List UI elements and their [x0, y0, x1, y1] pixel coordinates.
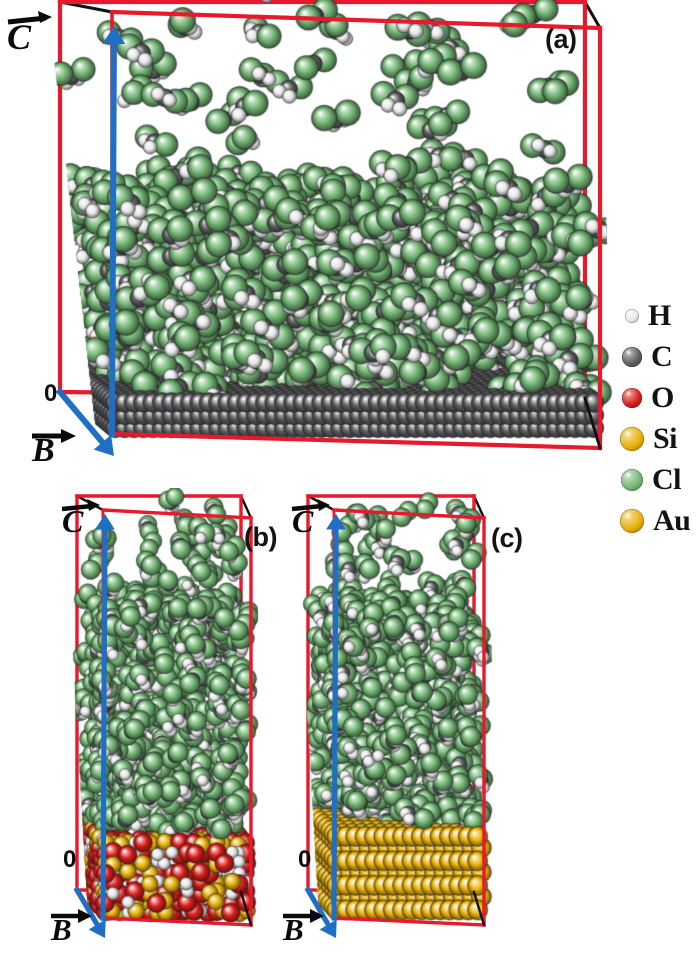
panel-a-stage [0, 0, 612, 480]
legend-sphere-c-icon [622, 347, 642, 367]
legend-item-si: Si [620, 419, 678, 459]
legend-sphere-o-icon [622, 388, 642, 408]
panel-a: (a) 0 [0, 0, 612, 480]
panel-a-origin-label: 0 [44, 380, 58, 407]
legend-label-si: Si [653, 422, 678, 455]
panel-a-tag: (a) [545, 24, 577, 54]
panel-c-axis-b-letter: B [283, 912, 304, 947]
panel-c-axis-c-letter: C [292, 503, 314, 539]
panel-b-axis-c-letter: C [62, 503, 84, 539]
panel-c-axis-b-label: B [280, 904, 332, 958]
panel-b-axis-b-label: B [48, 904, 100, 958]
panel-a-axis-b-label: B [28, 424, 84, 480]
legend-item-o: O [620, 378, 674, 418]
panel-b-origin-label: 0 [63, 846, 77, 873]
panel-a-molecular-scene [0, 0, 612, 480]
legend-item-au: Au [620, 501, 691, 541]
legend-label-c: C [651, 340, 673, 373]
legend-sphere-si-icon [620, 427, 644, 451]
legend-label-o: O [651, 381, 674, 414]
panel-a-axis-c-label: C [4, 6, 58, 62]
legend-sphere-cl-icon [621, 469, 643, 491]
panel-a-axis-c-letter: C [7, 17, 32, 57]
panel-c-tag: (c) [491, 523, 523, 553]
panel-c-axis-c-label: C [290, 495, 338, 545]
panel-c-origin-label: 0 [298, 846, 312, 873]
legend-item-c: C [620, 337, 673, 377]
legend-label-cl: Cl [652, 463, 682, 496]
panel-b-tag: (b) [244, 522, 277, 552]
legend-label-h: H [648, 299, 671, 332]
legend-item-h: H [620, 296, 671, 336]
panel-b-axis-c-label: C [60, 495, 108, 545]
legend-sphere-h-icon [625, 309, 639, 323]
legend-item-cl: Cl [620, 460, 682, 500]
legend-sphere-au-icon [620, 509, 644, 533]
panel-b-axis-b-letter: B [51, 912, 72, 947]
panel-a-axis-b-letter: B [32, 432, 55, 469]
legend-label-au: Au [653, 504, 691, 537]
